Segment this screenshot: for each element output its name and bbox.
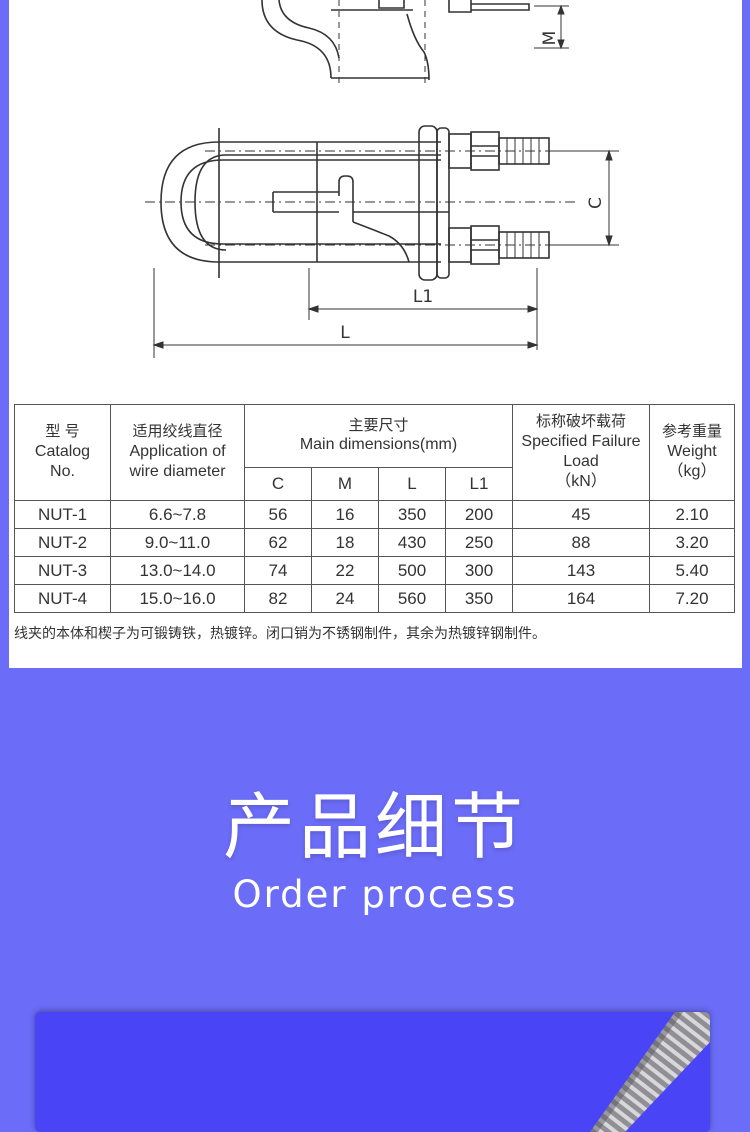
cell-l1: 250 <box>445 528 513 557</box>
cell-weight: 7.20 <box>649 584 735 613</box>
dim-l-label: L <box>340 323 350 343</box>
cell-diameter: 9.0~11.0 <box>110 528 245 557</box>
threaded-rod-image <box>590 1012 710 1132</box>
cell-l1: 300 <box>445 556 513 585</box>
cell-m: 22 <box>311 556 379 585</box>
table-row: NUT-3 13.0~14.0 74 22 500 300 143 5.40 <box>14 556 735 585</box>
header-catalog: 型 号 Catalog No. <box>14 404 111 501</box>
dim-c-label: C <box>586 197 606 209</box>
cell-m: 16 <box>311 500 379 529</box>
spec-table: 型 号 Catalog No. 适用绞线直径 Application of wi… <box>14 404 735 613</box>
dim-l1-label: L1 <box>413 287 433 307</box>
cell-l1: 350 <box>445 584 513 613</box>
cell-l: 560 <box>378 584 446 613</box>
header-application: 适用绞线直径 Application of wire diameter <box>110 404 245 501</box>
cell-l: 500 <box>378 556 446 585</box>
cell-catalog: NUT-4 <box>14 584 111 613</box>
cell-load: 143 <box>512 556 650 585</box>
material-footnote: 线夹的本体和楔子为可锻铸铁，热镀锌。闭口销为不锈钢制件，其余为热镀锌钢制件。 <box>14 626 546 642</box>
section-title: 产品细节 <box>222 785 527 869</box>
header-weight: 参考重量 Weight （kg） <box>649 404 735 501</box>
cell-load: 45 <box>512 500 650 529</box>
cell-c: 74 <box>244 556 312 585</box>
cell-l1: 200 <box>445 500 513 529</box>
header-c: C <box>244 467 312 501</box>
cell-diameter: 13.0~14.0 <box>110 556 245 585</box>
header-failure-load: 标称破坏载荷 Specified Failure Load （kN） <box>512 404 650 501</box>
cell-diameter: 6.6~7.8 <box>110 500 245 529</box>
table-row: NUT-4 15.0~16.0 82 24 560 350 164 7.20 <box>14 584 735 613</box>
spec-sheet: M <box>9 0 742 668</box>
header-main-dimensions: 主要尺寸 Main dimensions(mm) <box>244 404 513 468</box>
table-row: NUT-1 6.6~7.8 56 16 350 200 45 2.10 <box>14 500 735 529</box>
section-subtitle: Order process <box>232 873 518 916</box>
cell-m: 18 <box>311 528 379 557</box>
cell-load: 164 <box>512 584 650 613</box>
header-m: M <box>311 467 379 501</box>
cell-l: 350 <box>378 500 446 529</box>
header-l: L <box>378 467 446 501</box>
cell-load: 88 <box>512 528 650 557</box>
cell-weight: 3.20 <box>649 528 735 557</box>
cell-weight: 2.10 <box>649 500 735 529</box>
cell-weight: 5.40 <box>649 556 735 585</box>
cell-l: 430 <box>378 528 446 557</box>
dim-m-label: M <box>540 31 560 46</box>
product-detail-panel <box>35 1012 710 1132</box>
header-l1: L1 <box>445 467 513 501</box>
cell-m: 24 <box>311 584 379 613</box>
cell-diameter: 15.0~16.0 <box>110 584 245 613</box>
cell-catalog: NUT-2 <box>14 528 111 557</box>
table-row: NUT-2 9.0~11.0 62 18 430 250 88 3.20 <box>14 528 735 557</box>
cell-c: 82 <box>244 584 312 613</box>
cell-catalog: NUT-1 <box>14 500 111 529</box>
technical-drawing: M <box>145 0 619 358</box>
cell-catalog: NUT-3 <box>14 556 111 585</box>
cell-c: 62 <box>244 528 312 557</box>
cell-c: 56 <box>244 500 312 529</box>
